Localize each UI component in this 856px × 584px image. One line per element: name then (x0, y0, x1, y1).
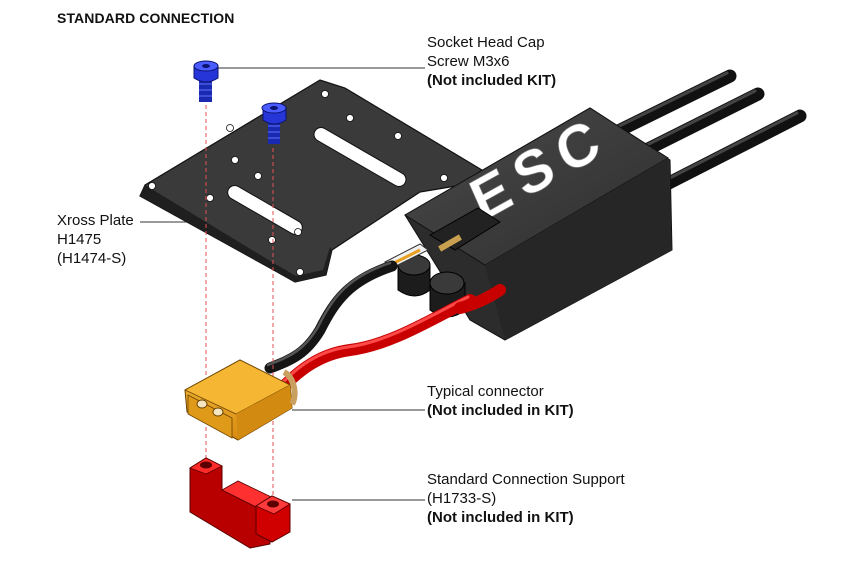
support-label-note: (Not included in KIT) (427, 509, 574, 526)
connector-label: Typical connector (Not included in KIT) (427, 382, 574, 420)
plate-label: Xross Plate H1475 (H1474-S) (57, 211, 134, 268)
plate-label-line1: Xross Plate (57, 212, 134, 229)
connection-support (189, 457, 291, 549)
leader-lines (140, 67, 425, 501)
support-label-line2: (H1733-S) (427, 490, 497, 507)
connector-label-note: (Not included in KIT) (427, 402, 574, 419)
screw-label-note: (Not included KIT) (427, 72, 557, 89)
xt-connector (184, 359, 298, 441)
cap-screw-left (193, 60, 219, 102)
cap-screw-right (261, 102, 287, 144)
plate-label-line3: (H1474-S) (57, 250, 127, 267)
connector-label-line1: Typical connector (427, 383, 544, 400)
screw-label-line1: Socket Head Cap (427, 34, 545, 51)
screw-label: Socket Head Cap Screw M3x6 (Not included… (427, 33, 556, 90)
diagram-title: STANDARD CONNECTION (57, 10, 235, 26)
screw-label-line2: Screw M3x6 (427, 53, 510, 70)
xross-plate (139, 79, 484, 283)
support-label-line1: Standard Connection Support (427, 471, 625, 488)
battery-wires (264, 260, 506, 391)
plate-label-line2: H1475 (57, 231, 102, 248)
support-label: Standard Connection Support (H1733-S) (N… (427, 470, 625, 527)
